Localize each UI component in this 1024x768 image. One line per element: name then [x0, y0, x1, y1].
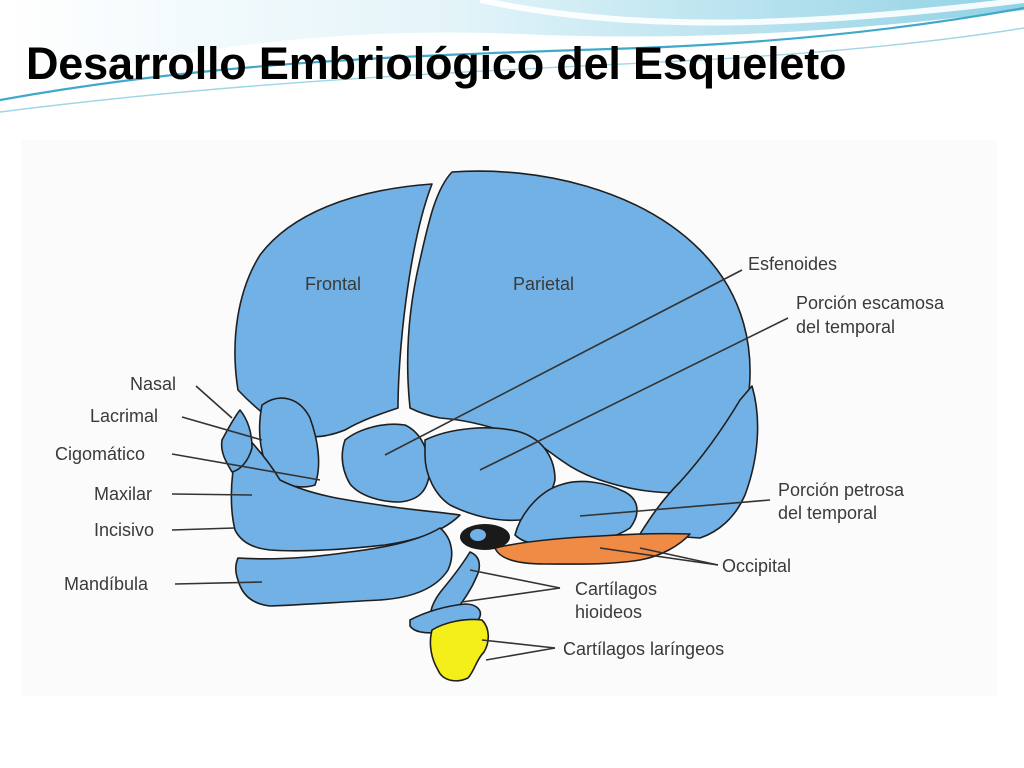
header-wave-line-2: [0, 27, 1024, 113]
label-esfenoides: Esfenoides: [748, 254, 837, 274]
label-occipital: Occipital: [722, 556, 791, 576]
header-wave-line-3: [479, 0, 1024, 26]
label-frontal: Frontal: [305, 274, 361, 294]
leader-mandibula: [174, 581, 263, 585]
leader-petrosa: [579, 499, 771, 517]
label-incisivo: Incisivo: [94, 520, 154, 540]
ear-inner: [470, 529, 486, 541]
label-petrosa-line2: del temporal: [778, 503, 877, 523]
slide-title: Desarrollo Embriológico del Esqueleto: [26, 38, 847, 89]
leader-nasal: [195, 385, 233, 419]
leader-occipital-2: [639, 547, 719, 566]
label-petrosa-line1: Porción petrosa: [778, 480, 905, 500]
label-laringeos: Cartílagos laríngeos: [563, 639, 724, 659]
label-mandibula: Mandíbula: [64, 574, 149, 594]
leader-laringeos-1: [481, 639, 556, 649]
leader-incisivo: [171, 527, 235, 531]
leader-hioideos-1: [469, 569, 561, 589]
label-escamosa-line2: del temporal: [796, 317, 895, 337]
occipital-base: [494, 532, 691, 565]
leader-maxilar: [171, 493, 253, 496]
sphenoid-bone: [341, 423, 431, 503]
leader-occipital-1: [599, 547, 719, 566]
label-maxilar: Maxilar: [94, 484, 152, 504]
leader-laringeos-2: [485, 647, 556, 661]
frontal-bone: [234, 183, 433, 438]
parietal-bone: [406, 170, 751, 494]
label-parietal: Parietal: [513, 274, 574, 294]
label-hioideos-line1: Cartílagos: [575, 579, 657, 599]
leader-escamosa: [479, 317, 789, 471]
leader-lacrimal: [181, 416, 263, 441]
label-hioideos-line2: hioideos: [575, 602, 642, 622]
leader-cigomatico: [171, 453, 321, 481]
mandible-bone: [234, 527, 453, 607]
leader-esfenoides: [384, 269, 743, 456]
label-cigomatico: Cigomático: [55, 444, 145, 464]
leader-hioideos-2: [461, 587, 561, 603]
label-nasal: Nasal: [130, 374, 176, 394]
label-lacrimal: Lacrimal: [90, 406, 158, 426]
header-wave-line-1: [0, 6, 1024, 102]
laryngeal-cartilages: [429, 618, 490, 682]
label-escamosa-line1: Porción escamosa: [796, 293, 945, 313]
